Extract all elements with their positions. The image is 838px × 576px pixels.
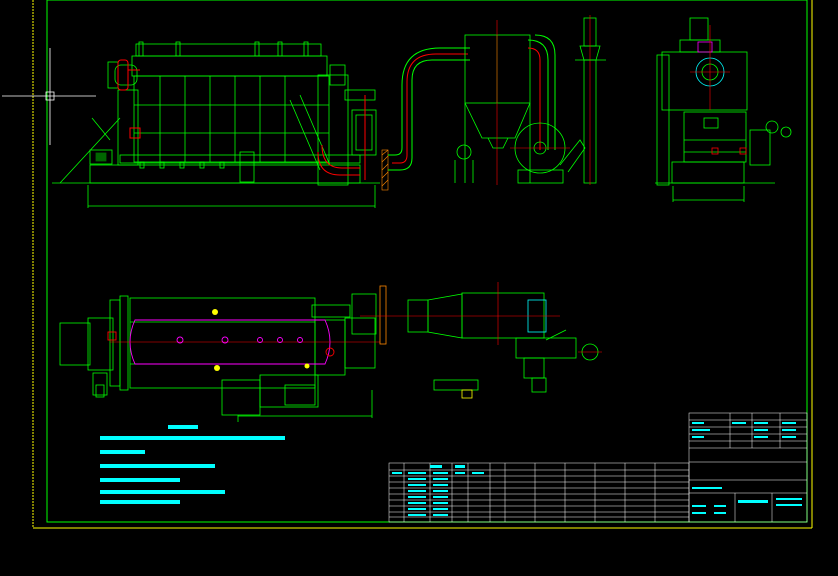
side-view-details xyxy=(690,25,747,155)
dust-collector xyxy=(464,20,531,185)
induced-draft-fan xyxy=(454,122,586,184)
boiler-side-view xyxy=(655,17,792,202)
plan-view-markers xyxy=(212,309,310,371)
parts-table xyxy=(388,462,690,523)
title-block-entries xyxy=(692,422,802,514)
technical-notes xyxy=(100,425,285,504)
collector-outlet-duct xyxy=(527,34,556,150)
plan-view-drum xyxy=(107,319,380,365)
boiler-plan-view xyxy=(59,295,376,422)
title-block xyxy=(688,412,808,523)
plan-view-duct-fan xyxy=(351,282,602,399)
chimney xyxy=(575,15,606,185)
boiler-front-elevation xyxy=(52,41,380,208)
crosshair-cursor-icon xyxy=(2,48,96,145)
flange-hatch xyxy=(381,149,389,191)
boiler-red-pipes xyxy=(117,59,366,180)
parts-table-entries xyxy=(392,465,484,516)
flue-duct-front xyxy=(388,47,470,171)
drawing-frame xyxy=(32,0,813,529)
